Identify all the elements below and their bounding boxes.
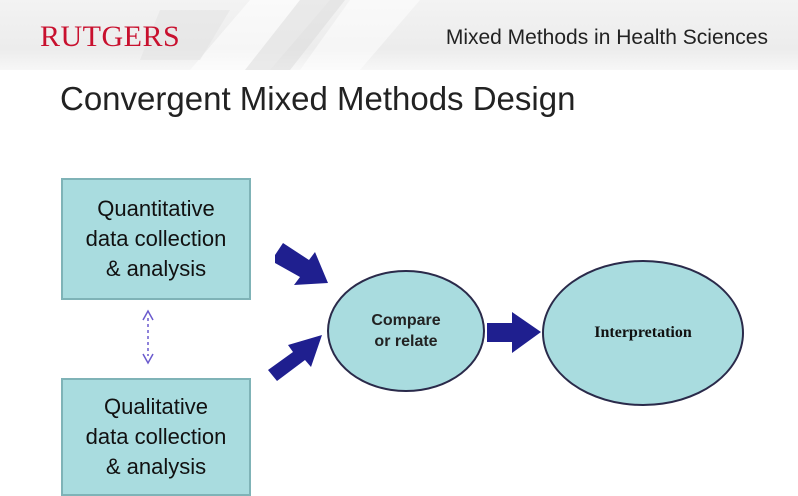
compare-node: Compare or relate — [327, 270, 485, 392]
arrow-quantitative-to-compare — [275, 243, 328, 285]
course-title: Mixed Methods in Health Sciences — [445, 26, 768, 49]
qualitative-box-line: data collection — [85, 424, 227, 449]
compare-node-line: Compare — [371, 312, 441, 329]
arrow-qualitative-to-compare — [268, 335, 322, 381]
quantitative-box-line: Quantitative — [97, 196, 215, 221]
slide-header: RUTGERS Mixed Methods in Health Sciences — [0, 0, 798, 70]
dotted-double-arrow — [142, 309, 154, 365]
interpretation-node: Interpretation — [542, 260, 744, 406]
rutgers-logo: RUTGERS — [40, 20, 181, 53]
quantitative-box-line: data collection — [85, 226, 227, 251]
compare-node-line: or relate — [374, 333, 438, 350]
qualitative-box-line: & analysis — [105, 454, 207, 479]
qualitative-box-line: Qualitative — [104, 394, 208, 419]
quantitative-box-line: & analysis — [105, 256, 207, 281]
arrow-compare-to-interpretation — [487, 312, 541, 353]
slide-title: Convergent Mixed Methods Design — [60, 80, 576, 117]
qualitative-box: Qualitative data collection & analysis — [61, 378, 251, 496]
interpretation-label: Interpretation — [594, 324, 692, 341]
quantitative-box: Quantitative data collection & analysis — [61, 178, 251, 300]
header-decoration — [140, 0, 420, 70]
